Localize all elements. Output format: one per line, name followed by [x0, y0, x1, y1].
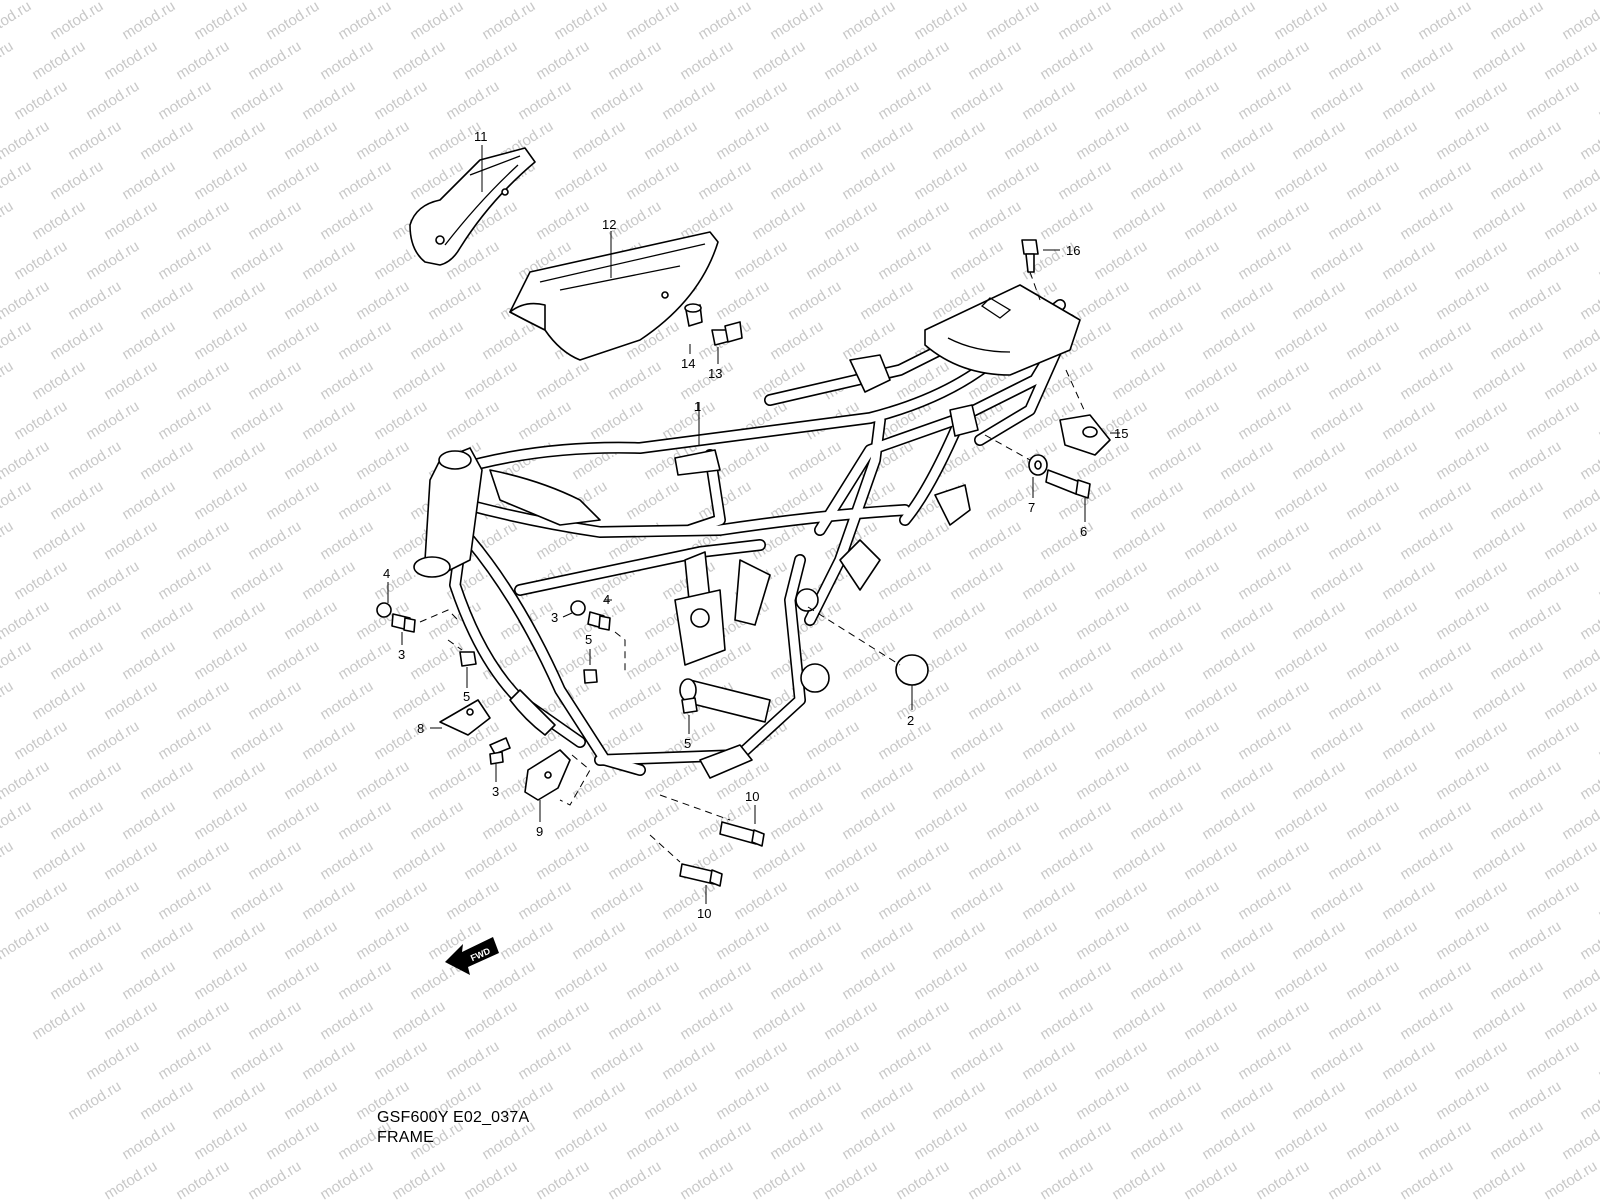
callout-2: 2 [907, 713, 914, 728]
callout-8: 8 [417, 721, 424, 736]
callout-16: 16 [1066, 243, 1080, 258]
callout-1: 1 [694, 399, 701, 414]
callout-9: 9 [536, 824, 543, 839]
callout-numbers: 1 2 3 3 3 4 4 5 5 5 6 7 8 9 10 10 11 12 … [383, 129, 1128, 921]
page-title: FRAME [377, 1129, 434, 1146]
model-code: GSF600Y E02_037A [377, 1109, 530, 1126]
diagram-caption: GSF600Y E02_037A FRAME [377, 1108, 529, 1148]
arrow-left-icon [445, 937, 499, 975]
callout-13: 13 [708, 366, 722, 381]
callout-5: 5 [463, 689, 470, 704]
callout-3: 3 [551, 610, 558, 625]
main-frame [413, 284, 1081, 779]
frame-cover [509, 231, 719, 361]
callout-3: 3 [398, 647, 405, 662]
callout-4: 4 [383, 566, 390, 581]
callout-3: 3 [492, 784, 499, 799]
callout-4: 4 [603, 592, 610, 607]
leader-lines [387, 145, 1120, 904]
callout-12: 12 [602, 217, 616, 232]
callout-10: 10 [697, 906, 711, 921]
callout-15: 15 [1114, 426, 1128, 441]
fasteners [376, 239, 1111, 887]
callout-5: 5 [585, 632, 592, 647]
callout-14: 14 [681, 356, 695, 371]
callout-5: 5 [684, 736, 691, 751]
fwd-direction-badge: FWD [445, 937, 499, 975]
callout-10: 10 [745, 789, 759, 804]
callout-11: 11 [474, 129, 488, 144]
callout-6: 6 [1080, 524, 1087, 539]
callout-7: 7 [1028, 500, 1035, 515]
side-cover [409, 147, 536, 266]
